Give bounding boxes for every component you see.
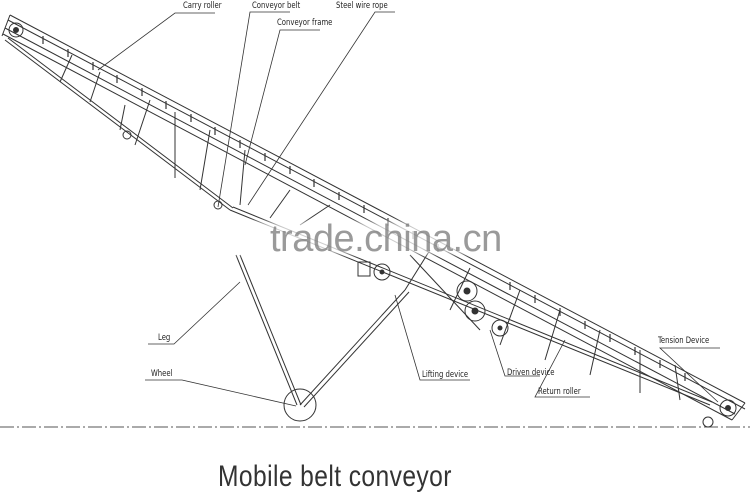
lifting-device [357, 261, 391, 281]
label-tension-device: Tension Device [658, 336, 710, 346]
label-wheel: Wheel [151, 369, 173, 379]
leader-lines [97, 11, 720, 407]
label-conveyor-frame: Conveyor frame [277, 18, 333, 28]
watermark-band [160, 222, 470, 254]
head-pulley [8, 22, 24, 38]
watermark: trade.china.cn [270, 218, 502, 260]
legs [235, 254, 410, 408]
driven-device [456, 280, 509, 337]
label-steel-wire-rope: Steel wire rope [336, 1, 388, 11]
small-wheel [702, 416, 714, 428]
wheel [283, 388, 317, 422]
frame-bracing [59, 54, 681, 401]
label-carry-roller: Carry roller [183, 1, 222, 11]
label-driven-device: Driven device [507, 368, 555, 378]
tension-pulley [719, 399, 737, 417]
label-return-roller: Return roller [538, 387, 581, 397]
label-conveyor-belt: Conveyor belt [252, 1, 301, 11]
carry-rollers [42, 36, 686, 381]
label-leg: Leg [158, 333, 171, 343]
label-lifting-device: Lifting device [422, 370, 469, 380]
diagram-title: Mobile belt conveyor [218, 460, 452, 493]
